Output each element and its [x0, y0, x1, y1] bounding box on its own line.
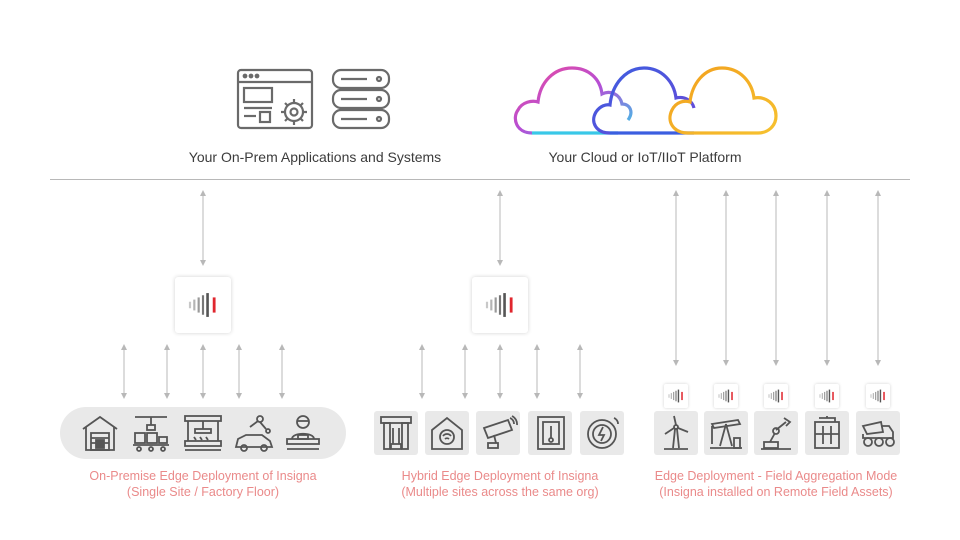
cloud-platform-label: Your Cloud or IoT/IIoT Platform: [548, 149, 742, 165]
field-asset-tile-1: [654, 411, 698, 455]
horizontal-divider: [50, 179, 910, 180]
caption-line-1: On-Premise Edge Deployment of Insigna: [89, 469, 317, 483]
solar-storage-icon: [809, 414, 845, 457]
insigna-node-onpremise: [175, 277, 231, 333]
insigna-node-field-4: [815, 384, 839, 408]
insigna-signal-logo-icon: [718, 389, 733, 403]
onpremise-deployment-caption: On-Premise Edge Deployment of Insigna (S…: [60, 468, 346, 500]
energy-dial-icon: [584, 414, 620, 457]
wind-turbine-icon: [658, 414, 694, 457]
factory-press-icon: [182, 413, 224, 458]
database-server-icon: [331, 68, 391, 130]
hybrid-deployment-caption: Hybrid Edge Deployment of Insigna (Multi…: [374, 468, 626, 500]
onprem-systems-label: Your On-Prem Applications and Systems: [188, 149, 442, 165]
site-gateway-icon: [378, 414, 414, 457]
field-aggregation-caption: Edge Deployment - Field Aggregation Mode…: [640, 468, 912, 500]
insigna-node-field-5: [866, 384, 890, 408]
conveyor-line-icon: [131, 413, 171, 458]
mining-truck-icon: [859, 414, 897, 457]
insigna-node-field-1: [664, 384, 688, 408]
caption-line-2: (Insigna installed on Remote Field Asset…: [659, 485, 893, 499]
insigna-signal-logo-icon: [870, 389, 885, 403]
smart-home-icon: [429, 414, 465, 457]
robotic-arm-icon: [758, 414, 794, 457]
insigna-signal-logo-icon: [485, 293, 513, 317]
caption-line-1: Edge Deployment - Field Aggregation Mode: [654, 469, 898, 483]
insigna-node-field-3: [764, 384, 788, 408]
caption-line-1: Hybrid Edge Deployment of Insigna: [401, 469, 599, 483]
insigna-signal-logo-icon: [668, 389, 683, 403]
caption-line-2: (Single Site / Factory Floor): [126, 485, 280, 499]
warehouse-icon: [80, 413, 120, 458]
caption-line-2: (Multiple sites across the same org): [401, 485, 599, 499]
oil-pump-jack-icon: [708, 414, 744, 457]
insigna-signal-logo-icon: [819, 389, 834, 403]
insigna-node-field-2: [714, 384, 738, 408]
insigna-signal-logo-icon: [188, 293, 216, 317]
operator-workstation-icon: [283, 413, 323, 458]
application-window-icon: [236, 68, 314, 130]
security-camera-icon: [480, 414, 518, 457]
insigna-signal-logo-icon: [768, 389, 783, 403]
cloud-icon: [510, 64, 782, 136]
smart-meter-icon: [533, 414, 569, 457]
car-assembly-robot-icon: [232, 413, 276, 458]
insigna-node-hybrid: [472, 277, 528, 333]
